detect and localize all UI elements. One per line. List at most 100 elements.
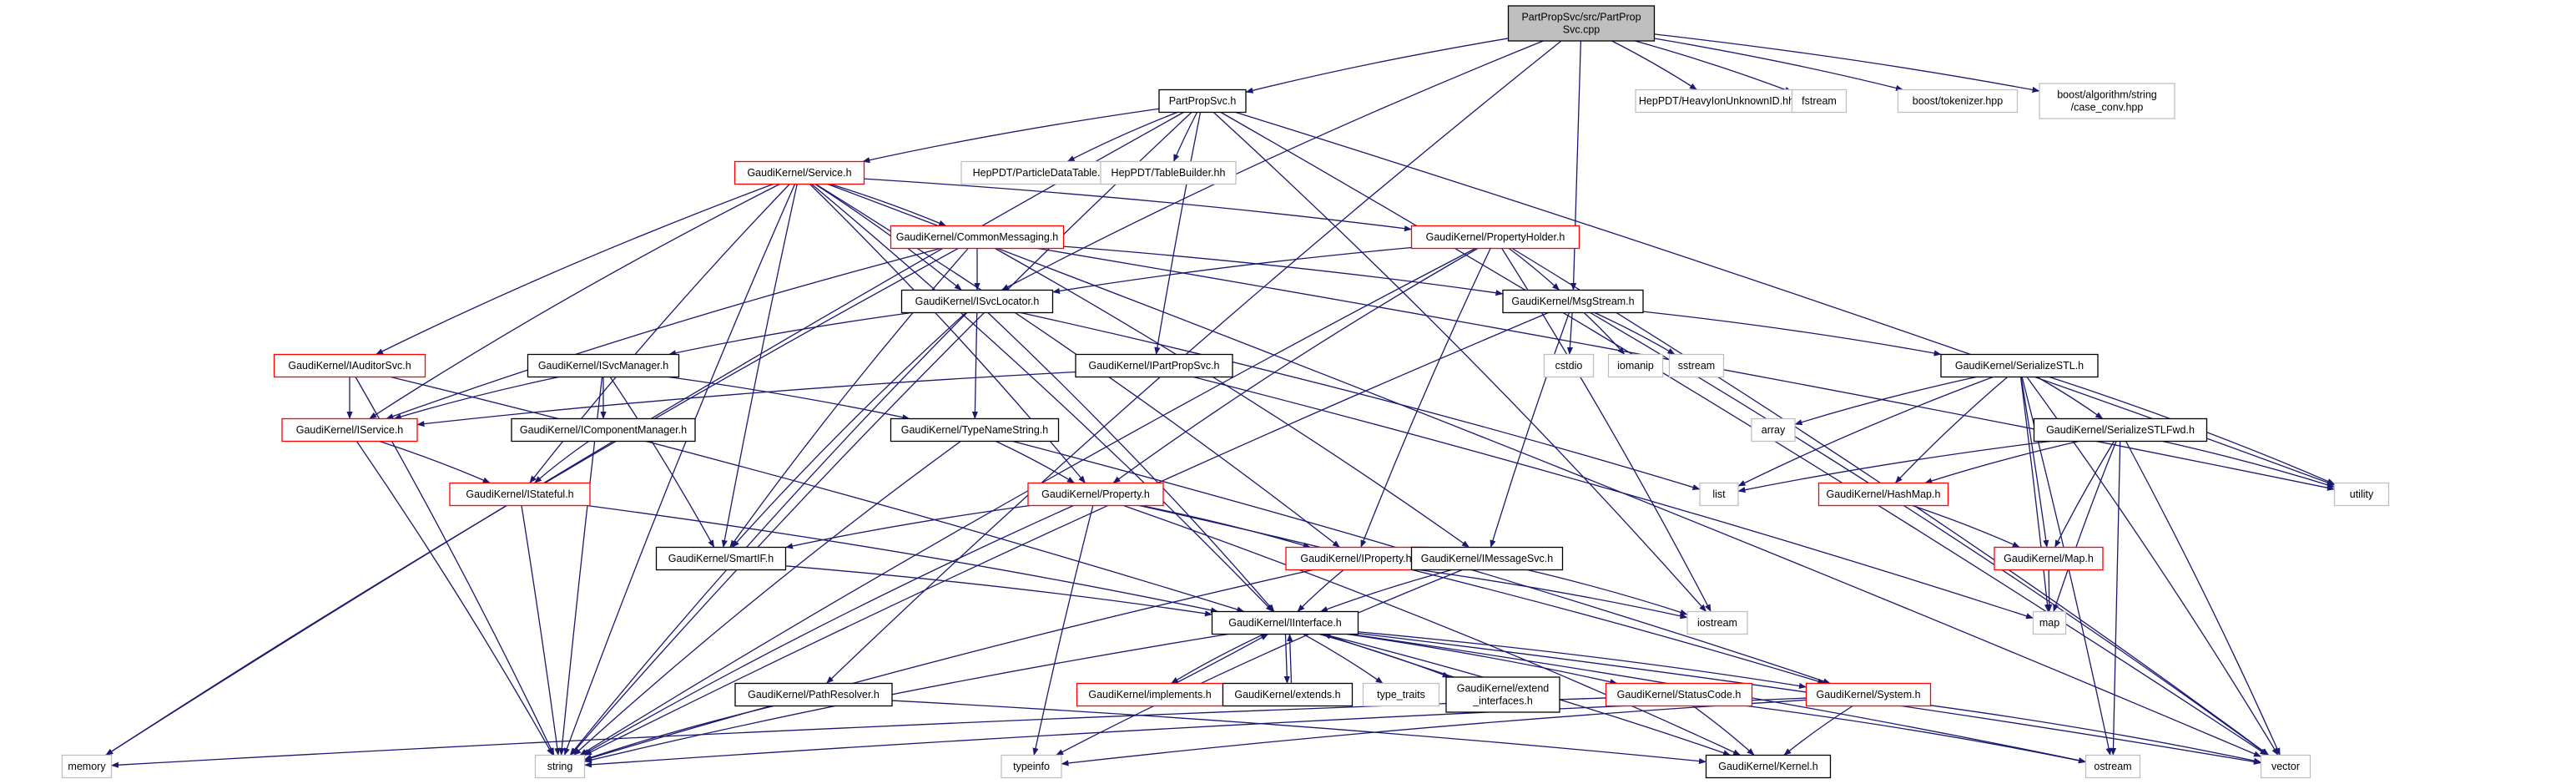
edge-n32-n46 xyxy=(1056,569,1463,756)
node-label: PartPropSvc.h xyxy=(1169,95,1237,107)
edge-n1-n35 xyxy=(1212,112,1707,612)
edge-n32-n35 xyxy=(1527,569,1688,615)
header-node-n41[interactable]: GaudiKernel/StatusCode.h xyxy=(1605,682,1753,707)
header-node-n30[interactable]: GaudiKernel/SmartIF.h xyxy=(655,546,787,571)
header-node-n0[interactable]: PartPropSvc/src/PartPropSvc.cpp xyxy=(1507,5,1656,42)
header-node-n43[interactable]: GaudiKernel/PathResolver.h xyxy=(734,682,893,707)
header-node-n48: ostream xyxy=(2084,754,2141,779)
edge-n38-n34 xyxy=(1287,634,1293,684)
edge-n11-n22 xyxy=(971,312,979,419)
header-node-n19[interactable]: GaudiKernel/SerializeSTL.h xyxy=(1940,353,2099,378)
edge-n1-n15 xyxy=(1154,112,1202,355)
node-box xyxy=(1211,610,1359,635)
header-node-n26[interactable]: GaudiKernel/Property.h xyxy=(1027,482,1164,507)
edge-n34-n41 xyxy=(1346,633,1618,685)
edge-n19-n33 xyxy=(2020,377,2049,548)
header-node-n34[interactable]: GaudiKernel/IInterface.h xyxy=(1211,610,1359,635)
header-node-n10[interactable]: GaudiKernel/PropertyHolder.h xyxy=(1410,225,1580,250)
header-node-n9[interactable]: GaudiKernel/CommonMessaging.h xyxy=(890,225,1065,250)
header-node-n25[interactable]: GaudiKernel/IStateful.h xyxy=(449,482,591,507)
header-node-n14[interactable]: GaudiKernel/ISvcManager.h xyxy=(527,353,680,378)
edge-n41-n47 xyxy=(1692,705,1755,756)
edge-n0-n2 xyxy=(1611,40,1697,91)
node-label: GaudiKernel/extend xyxy=(1457,683,1550,695)
node-label: GaudiKernel/IService.h xyxy=(296,424,404,436)
node-label: GaudiKernel/PropertyHolder.h xyxy=(1426,231,1565,243)
edge-n6-n10 xyxy=(864,178,1412,232)
edge-n6-n30 xyxy=(721,184,798,548)
header-node-n1[interactable]: PartPropSvc.h xyxy=(1158,89,1247,114)
header-node-n15[interactable]: GaudiKernel/IPartPropSvc.h xyxy=(1075,353,1233,378)
edge-n19-n27 xyxy=(1737,376,1994,487)
header-node-n33[interactable]: GaudiKernel/Map.h xyxy=(1994,546,2104,571)
header-node-n23: array xyxy=(1751,417,1796,443)
edge-n22-n45 xyxy=(573,440,961,756)
edge-n0-n5 xyxy=(1654,33,2040,94)
edge-n13-n34 xyxy=(390,376,1245,613)
node-box xyxy=(2333,482,2390,507)
edge-n24-n36 xyxy=(2053,441,2117,612)
edge-n12-n45 xyxy=(584,311,1549,756)
header-node-n24[interactable]: GaudiKernel/SerializeSTLFwd.h xyxy=(2033,417,2208,443)
node-box xyxy=(534,754,586,779)
header-node-n28[interactable]: GaudiKernel/HashMap.h xyxy=(1817,482,1949,507)
node-label: GaudiKernel/extends.h xyxy=(1234,689,1340,701)
edge-n26-n47 xyxy=(1123,504,1742,756)
edge-n0-n1 xyxy=(1245,38,1509,94)
header-node-n39: type_traits xyxy=(1362,682,1440,707)
node-label: HepPDT/HeavyIonUnknownID.hh xyxy=(1639,95,1794,107)
edge-n14-n22 xyxy=(668,376,910,421)
edge-n26-n30 xyxy=(785,504,1031,549)
header-node-n22[interactable]: GaudiKernel/TypeNameString.h xyxy=(890,417,1060,443)
header-node-n29: utility xyxy=(2333,482,2390,507)
dependency-edges xyxy=(105,33,2335,768)
edge-n9-n20 xyxy=(386,247,941,420)
header-node-n12[interactable]: GaudiKernel/MsgStream.h xyxy=(1502,289,1644,314)
node-box xyxy=(1699,482,1739,507)
edge-n41-n48 xyxy=(1747,705,2086,764)
node-box xyxy=(890,225,1065,250)
edge-n14-n20 xyxy=(393,376,559,420)
header-node-n3: fstream xyxy=(1791,89,1848,114)
node-label: vector xyxy=(2271,761,2300,772)
header-node-n20[interactable]: GaudiKernel/IService.h xyxy=(281,417,418,443)
node-label: boost/tokenizer.hpp xyxy=(1913,95,2003,107)
edge-n34-n40 xyxy=(1318,633,1450,678)
header-node-n6[interactable]: GaudiKernel/Service.h xyxy=(733,160,865,185)
header-node-n40[interactable]: GaudiKernel/extend_interfaces.h xyxy=(1445,676,1560,713)
header-node-n35: iostream xyxy=(1686,610,1748,635)
node-box xyxy=(1285,546,1427,571)
node-box xyxy=(1668,353,1725,378)
node-box xyxy=(527,353,680,378)
node-label: GaudiKernel/StatusCode.h xyxy=(1617,689,1742,701)
header-node-n11[interactable]: GaudiKernel/ISvcLocator.h xyxy=(900,289,1054,314)
node-label: GaudiKernel/ISvcLocator.h xyxy=(915,296,1040,307)
header-node-n32[interactable]: GaudiKernel/IMessageSvc.h xyxy=(1410,546,1564,571)
header-node-n13[interactable]: GaudiKernel/IAuditorSvc.h xyxy=(273,353,426,378)
edge-n19-n23 xyxy=(1794,376,1977,426)
header-node-n31[interactable]: GaudiKernel/IProperty.h xyxy=(1285,546,1427,571)
node-label: list xyxy=(1712,488,1726,500)
edge-n20-n25 xyxy=(379,440,491,484)
header-node-n42[interactable]: GaudiKernel/System.h xyxy=(1805,682,1932,707)
node-box xyxy=(61,754,113,779)
edge-n11-n27 xyxy=(1020,311,1701,490)
header-node-n18: sstream xyxy=(1668,353,1725,378)
header-node-n46: typeinfo xyxy=(1001,754,1062,779)
edge-n11-n45 xyxy=(569,312,968,756)
node-box xyxy=(1075,353,1233,378)
header-node-n38[interactable]: GaudiKernel/extends.h xyxy=(1222,682,1354,707)
node-label: iostream xyxy=(1697,617,1737,629)
edge-n42-n47 xyxy=(1783,705,1853,756)
edge-n26-n45 xyxy=(582,504,1074,756)
edge-n37-n34 xyxy=(1175,633,1268,685)
node-box xyxy=(1502,289,1644,314)
header-node-n47[interactable]: GaudiKernel/Kernel.h xyxy=(1705,754,1832,779)
node-box xyxy=(511,417,696,443)
header-node-n21[interactable]: GaudiKernel/IComponentManager.h xyxy=(511,417,696,443)
header-node-n37[interactable]: GaudiKernel/implements.h xyxy=(1076,682,1224,707)
node-label: GaudiKernel/implements.h xyxy=(1088,689,1211,701)
edge-n20-n45 xyxy=(355,441,554,756)
node-box xyxy=(1791,89,1848,114)
node-label: utility xyxy=(2350,488,2374,500)
